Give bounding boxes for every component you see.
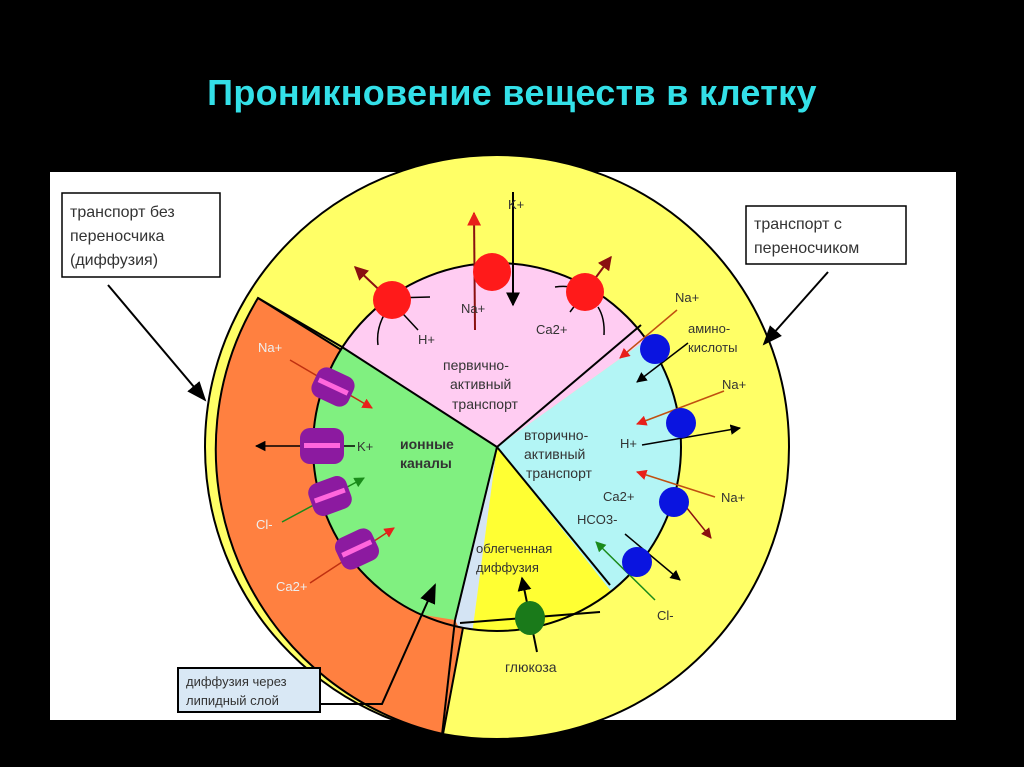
sector-ion-label-2: каналы — [400, 455, 452, 471]
ion-secondary-cl: Cl- — [657, 608, 674, 623]
sector-secondary-label-2: активный — [524, 446, 585, 462]
channel-ca — [334, 528, 380, 570]
callout-lipid-line2: липидный слой — [186, 693, 279, 708]
ion-secondary-hco3: HCO3- — [577, 512, 617, 527]
callout-lipid-layer: диффузия через липидный слой — [177, 583, 436, 713]
carrier-amino — [640, 334, 670, 364]
ion-glucose: глюкоза — [505, 659, 557, 675]
callout-with-carrier-line1: транспорт с — [754, 216, 842, 233]
callout-with-carrier: транспорт с переносчиком — [745, 205, 907, 346]
ion-channels — [254, 359, 395, 584]
carrier-cl — [622, 547, 652, 577]
callout-no-carrier-line1: транспорт без — [70, 204, 175, 221]
ion-secondary-amino-1: амино- — [688, 321, 730, 336]
pump-ca — [566, 273, 604, 311]
sector-ion-label-1: ионные — [400, 436, 454, 452]
sector-facilitated — [470, 447, 610, 631]
ion-primary-k: K+ — [508, 197, 524, 212]
ion-secondary-na2: Na+ — [722, 377, 746, 392]
callout-no-carrier: транспорт без переносчика (диффузия) — [61, 192, 221, 402]
ion-secondary-amino-2: кислоты — [688, 340, 737, 355]
ion-channel-cl: Cl- — [256, 517, 273, 532]
secondary-carriers — [595, 309, 742, 601]
channel-cl — [308, 476, 352, 516]
ion-secondary-na3: Na+ — [721, 490, 745, 505]
sector-facilitated-label-1: облегченная — [476, 541, 552, 556]
ion-primary-ca: Ca2+ — [536, 322, 567, 337]
sector-secondary-label-1: вторично- — [524, 427, 589, 443]
sector-secondary-label-3: транспорт — [526, 465, 593, 481]
ion-primary-na: Na+ — [461, 301, 485, 316]
primary-pumps — [353, 192, 612, 346]
ion-secondary-h: H+ — [620, 436, 637, 451]
glucose-carrier — [515, 601, 545, 635]
sector-primary-label-2: активный — [450, 376, 511, 392]
callout-with-carrier-line2: переносчиком — [754, 240, 859, 257]
sector-secondary-active — [497, 330, 681, 590]
channel-k — [300, 428, 344, 464]
ion-channel-na: Na+ — [258, 340, 282, 355]
pump-h — [373, 281, 411, 319]
callout-lipid-line1: диффузия через — [186, 674, 287, 689]
callout-no-carrier-line2: переносчика — [70, 228, 165, 245]
ion-channel-ca: Ca2+ — [276, 579, 307, 594]
carrier-ca — [659, 487, 689, 517]
callout-no-carrier-line3: (диффузия) — [70, 252, 158, 269]
ion-secondary-ca: Ca2+ — [603, 489, 634, 504]
ion-channel-k: K+ — [357, 439, 373, 454]
channel-na — [311, 367, 355, 407]
page-title: Проникновение веществ в клетку — [207, 72, 817, 113]
sector-lipid — [455, 447, 497, 631]
pump-na-k — [473, 253, 511, 291]
carrier-h — [666, 408, 696, 438]
sector-primary-label-1: первично- — [443, 357, 509, 373]
sector-facilitated-label-2: диффузия — [476, 560, 539, 575]
ion-primary-h: H+ — [418, 332, 435, 347]
sector-primary-label-3: транспорт — [452, 396, 519, 412]
ion-secondary-na1: Na+ — [675, 290, 699, 305]
